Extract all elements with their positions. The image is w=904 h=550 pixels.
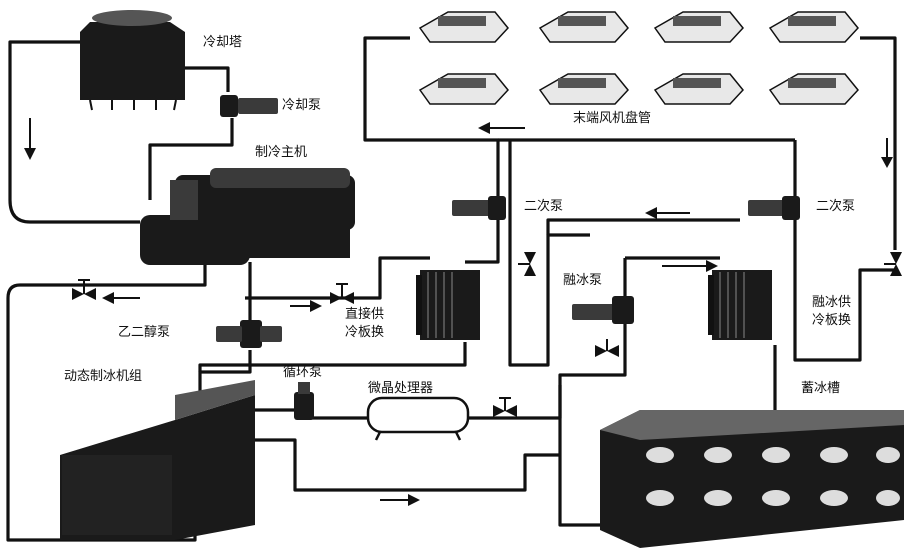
arrow-down-right bbox=[881, 138, 893, 168]
cooling-pump bbox=[220, 95, 278, 117]
valve-1 bbox=[72, 280, 96, 300]
label-cooling-pump: 冷却泵 bbox=[282, 99, 321, 112]
fan-coil-3 bbox=[655, 12, 743, 42]
label-secondary-pump-left: 二次泵 bbox=[524, 200, 563, 213]
label-water-treatment: 微晶处理器 bbox=[368, 382, 433, 395]
fan-coil-8 bbox=[770, 74, 858, 104]
valve-5 bbox=[595, 339, 619, 357]
chiller bbox=[140, 168, 355, 265]
arrow-left-terminal bbox=[478, 122, 525, 134]
arrow-right-bottom bbox=[380, 494, 420, 506]
valve-3 bbox=[518, 252, 536, 276]
secondary-pump-right-device bbox=[748, 196, 800, 220]
fan-coil-5 bbox=[420, 74, 508, 104]
valve-4 bbox=[884, 252, 902, 276]
label-ice-melt-hx: 融冰供 冷板换 bbox=[812, 294, 851, 329]
ice-melt-plate-hx bbox=[708, 270, 772, 340]
valve-6 bbox=[493, 398, 517, 417]
label-terminal-coil: 末端风机盘管 bbox=[573, 112, 651, 125]
ice-melt-pump-device bbox=[572, 296, 634, 324]
fan-coil-units bbox=[420, 12, 858, 104]
label-ice-melt-pump: 融冰泵 bbox=[563, 274, 602, 287]
direct-plate-hx bbox=[416, 270, 480, 340]
label-direct-hx: 直接供 冷板换 bbox=[345, 306, 384, 341]
glycol-pump-device bbox=[216, 320, 282, 348]
arrow-down-left bbox=[24, 118, 36, 160]
circulation-pump-device bbox=[294, 382, 314, 420]
label-glycol-pump: 乙二醇泵 bbox=[118, 326, 170, 339]
dynamic-ice-maker bbox=[60, 380, 255, 540]
fan-coil-4 bbox=[770, 12, 858, 42]
fan-coil-2 bbox=[540, 12, 628, 42]
fan-coil-1 bbox=[420, 12, 508, 42]
arrow-left-glycol bbox=[102, 292, 140, 304]
secondary-pump-left-device bbox=[452, 196, 506, 220]
valve-2 bbox=[330, 284, 354, 304]
arrow-left-secondary bbox=[645, 207, 690, 219]
label-circ-pump: 循环泵 bbox=[283, 366, 322, 379]
fan-coil-6 bbox=[540, 74, 628, 104]
arrow-right-melt bbox=[662, 260, 718, 272]
cooling-tower bbox=[80, 10, 185, 110]
ice-storage-tank bbox=[600, 410, 904, 548]
label-secondary-pump-right: 二次泵 bbox=[816, 200, 855, 213]
arrow-right-glycol bbox=[290, 300, 322, 312]
label-cooling-tower: 冷却塔 bbox=[203, 36, 242, 49]
fan-coil-7 bbox=[655, 74, 743, 104]
water-treatment-device bbox=[368, 398, 468, 440]
label-ice-tank: 蓄冰槽 bbox=[801, 382, 840, 395]
label-dynamic-ice-unit: 动态制冰机组 bbox=[64, 370, 142, 383]
label-chiller-main: 制冷主机 bbox=[255, 146, 307, 159]
